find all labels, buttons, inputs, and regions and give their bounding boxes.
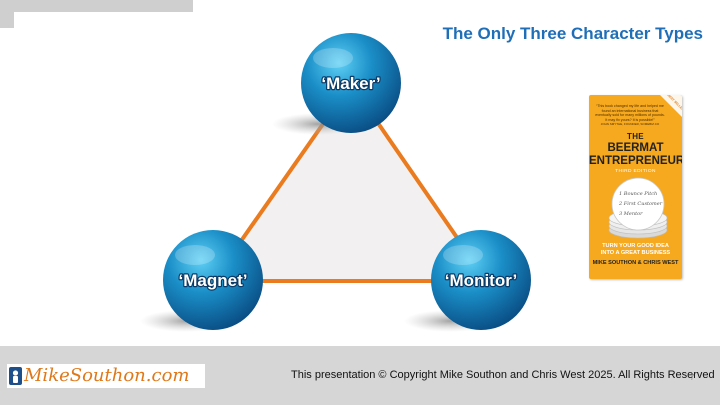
magnet-highlight — [175, 245, 215, 265]
corner-bar — [0, 0, 193, 12]
book-title-entrepreneur-wrap: ENTREPRENEUR — [589, 155, 682, 168]
magnet-sphere — [163, 230, 263, 330]
magnet-label: ‘Magnet’ — [179, 271, 248, 290]
book-tagline-1: TURN YOUR GOOD IDEA — [602, 243, 669, 249]
page-number: 7 — [690, 373, 695, 382]
logo-mark-icon — [9, 367, 22, 385]
book-cover: “This book changed my life and helped me… — [589, 95, 682, 279]
monitor-highlight — [443, 245, 483, 265]
beermat-coasters-illustration: 1 Bounce Pitch 2 First Customer 3 Mentor — [608, 177, 668, 239]
maker-highlight — [313, 48, 353, 68]
slide-title: The Only Three Character Types — [442, 24, 703, 43]
site-logo[interactable]: MikeSouthon.com — [7, 364, 205, 388]
logo-text: MikeSouthon.com — [24, 365, 190, 386]
book-quote: “This book changed my life and helped me… — [595, 104, 665, 122]
book-title-the: THE — [627, 132, 644, 141]
best-seller-badge: BEST SELLER — [660, 95, 682, 117]
monitor-sphere — [431, 230, 531, 330]
maker-node: ‘Maker’ — [301, 33, 401, 133]
maker-sphere — [301, 33, 401, 133]
monitor-label: ‘Monitor’ — [445, 271, 517, 290]
footer-bar: MikeSouthon.com This presentation © Copy… — [0, 346, 720, 405]
book-title-main: BEERMAT — [589, 142, 682, 155]
triangle-edges — [211, 82, 489, 283]
coaster-line-1: 1 Bounce Pitch — [619, 191, 657, 197]
book-quote-author: JOHN SMYTHE, FOUNDER, SOMEBIZ.CO — [600, 122, 660, 126]
maker-label: ‘Maker’ — [321, 74, 380, 93]
book-authors: MIKE SOUTHON & CHRIS WEST — [592, 260, 679, 266]
book-title-beermat: BEERMAT — [607, 142, 664, 154]
book-tagline: TURN YOUR GOOD IDEA INTO A GREAT BUSINES… — [589, 243, 682, 257]
copyright-notice: This presentation © Copyright Mike South… — [291, 369, 715, 381]
monitor-node: ‘Monitor’ — [431, 230, 531, 330]
corner-tab — [0, 12, 14, 28]
magnet-node: ‘Magnet’ — [163, 230, 263, 330]
book-title-entrepreneur: ENTREPRENEUR — [589, 155, 682, 167]
triangle-fill — [213, 84, 487, 281]
book-edition: THIRD EDITION — [615, 169, 656, 174]
triangle-diagram: ‘Maker’ ‘Magnet’ ‘Monitor’ — [140, 33, 531, 332]
coaster-line-2: 2 First Customer — [618, 201, 663, 207]
coaster-line-3: 3 Mentor — [619, 211, 643, 217]
book-tagline-2: INTO A GREAT BUSINESS — [600, 250, 671, 256]
